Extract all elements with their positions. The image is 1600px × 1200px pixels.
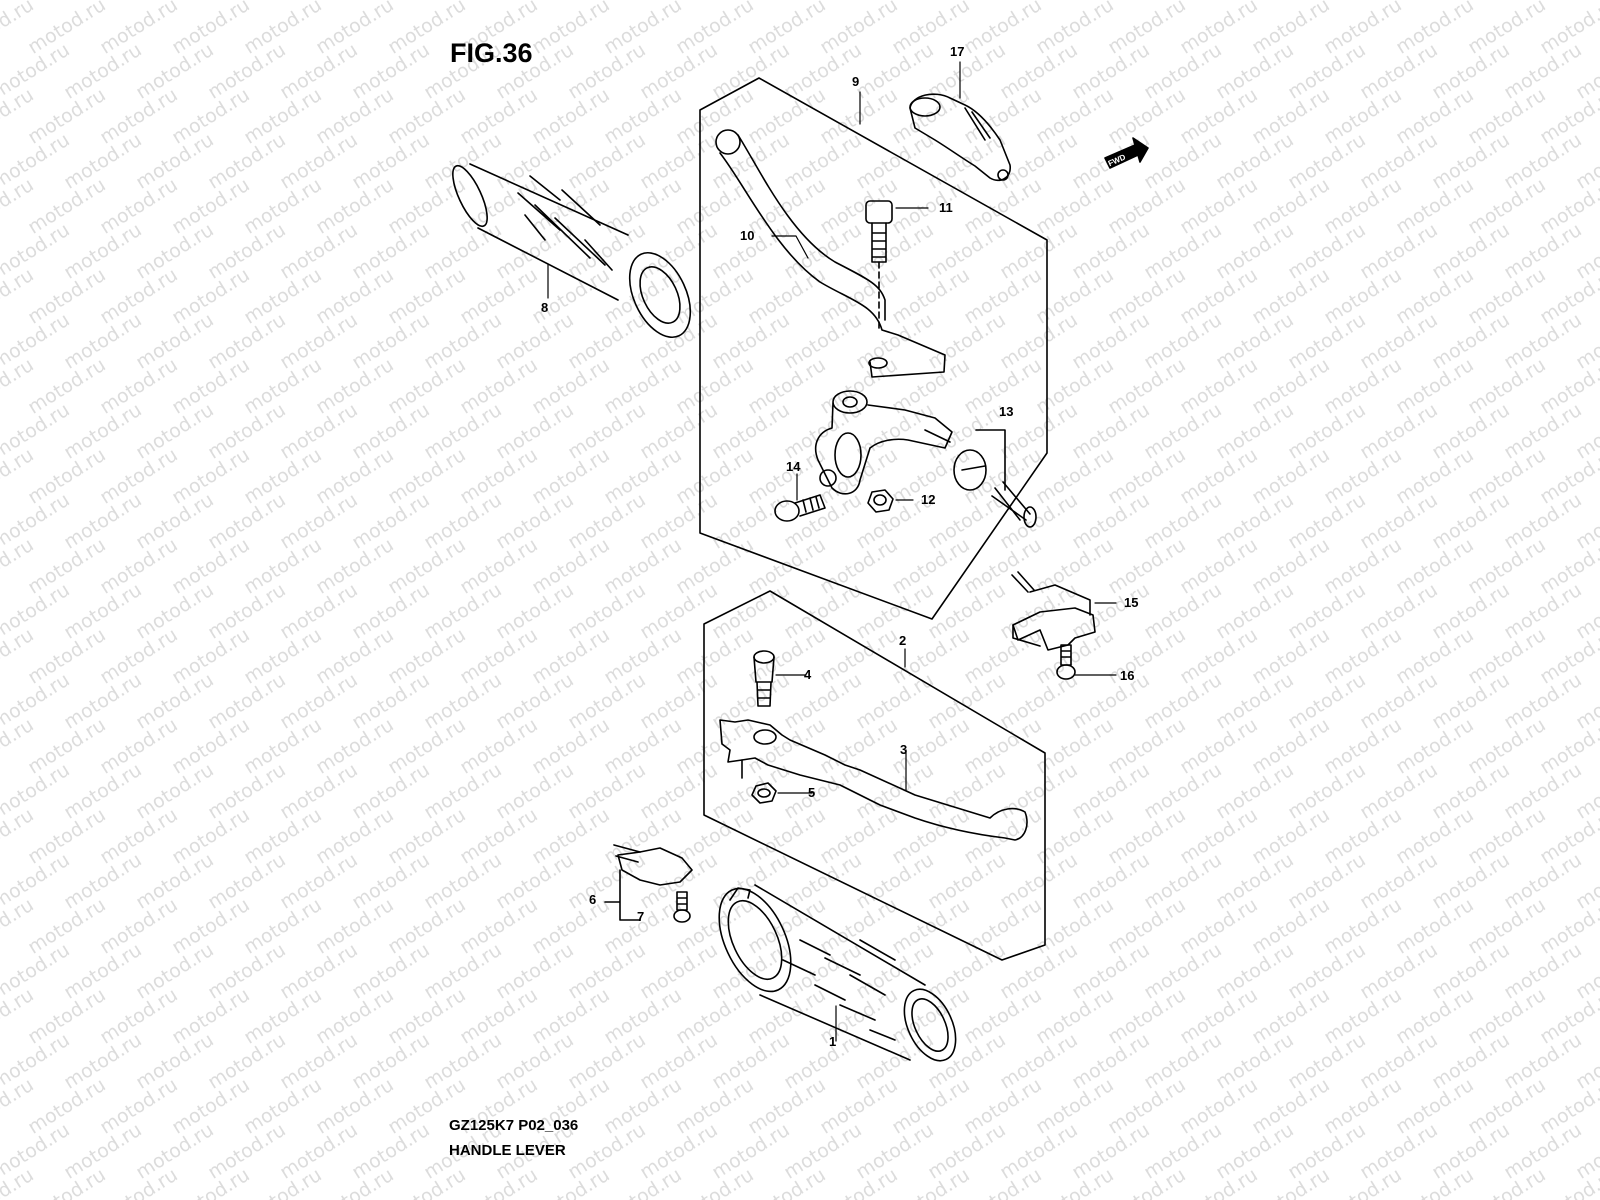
- holder-bolt: [774, 494, 826, 522]
- left-grip: [452, 163, 692, 339]
- pivot-bolt: [865, 200, 893, 331]
- callout-4: 4: [804, 667, 812, 682]
- figure-title: FIG.36: [450, 38, 533, 68]
- brake-switch: [1011, 571, 1096, 651]
- brake-lever-nut: [751, 782, 777, 804]
- clutch-lever: [715, 129, 946, 378]
- callout-16: 16: [1120, 668, 1134, 683]
- lower-assembly-box: [703, 590, 1046, 961]
- callout-12: 12: [921, 492, 935, 507]
- callout-13: 13: [999, 404, 1013, 419]
- callout-1: 1: [829, 1034, 836, 1049]
- lever-holder: [814, 390, 953, 495]
- figure-name: HANDLE LEVER: [449, 1142, 566, 1159]
- fwd-arrow-icon: [1104, 137, 1149, 169]
- holder-nut: [867, 489, 894, 513]
- callout-17: 17: [950, 44, 964, 59]
- brake-pivot-bolt: [753, 650, 775, 707]
- callout-9: 9: [852, 74, 859, 89]
- front-switch-screw: [673, 891, 691, 923]
- callout-3: 3: [900, 742, 907, 757]
- right-grip: [718, 884, 957, 1062]
- callout-5: 5: [808, 785, 815, 800]
- callout-7: 7: [637, 909, 644, 924]
- front-brake-switch: [613, 844, 693, 886]
- callout-bracket-13: [975, 429, 1006, 491]
- callout-15: 15: [1124, 595, 1138, 610]
- figure-code: GZ125K7 P02_036: [449, 1117, 579, 1134]
- upper-assembly-box: [699, 77, 1048, 620]
- callout-bracket-6-7: [604, 869, 641, 921]
- callout-6: 6: [589, 892, 596, 907]
- fwd-label: FWD: [1107, 152, 1128, 168]
- callout-8: 8: [541, 300, 548, 315]
- callout-2: 2: [899, 633, 906, 648]
- callout-14: 14: [786, 459, 801, 474]
- clutch-switch: [909, 93, 1011, 182]
- callout-10: 10: [740, 228, 754, 243]
- cable-adjuster: [953, 449, 1037, 528]
- switch-screw: [1056, 644, 1076, 680]
- leader-lines: [547, 61, 1117, 1042]
- callout-11: 11: [939, 200, 953, 215]
- brake-lever: [719, 719, 1028, 841]
